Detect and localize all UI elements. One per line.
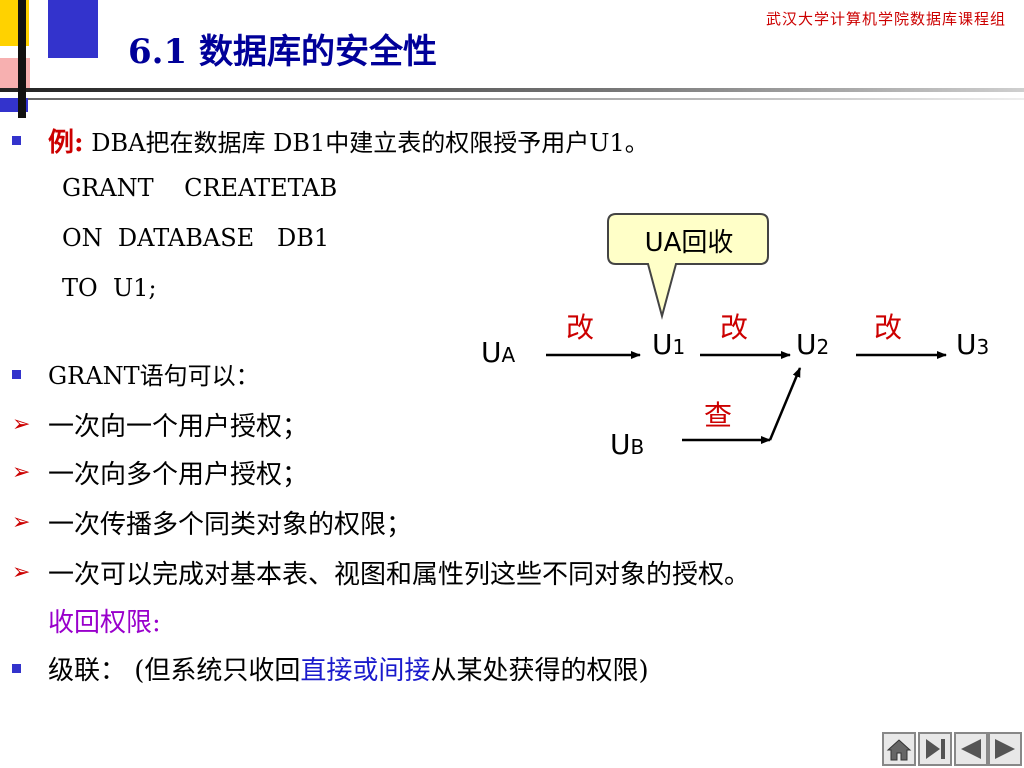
node-u2: U2 [796, 328, 830, 361]
arrow-bullet-icon: ➢ [12, 412, 31, 437]
edge-ub-u2 [768, 367, 802, 441]
code-line-1: GRANT CREATETAB [62, 174, 338, 202]
course-label: 武汉大学计算机学院数据库课程组 [765, 10, 1006, 28]
square-bullet-icon [12, 664, 21, 673]
grant-point-3: 一次传播多个同类对象的权限； [48, 510, 413, 540]
decor-vertical-rule [18, 0, 26, 118]
example-label: 例: [48, 128, 84, 158]
grant-point-1: 一次向一个用户授权； [48, 412, 309, 442]
next-slide-icon [995, 739, 1015, 759]
grant-point-4: 一次可以完成对基本表、视图和属性列这些不同对象的授权。 [48, 560, 751, 590]
node-ua: UA [481, 336, 516, 369]
node-u3: U3 [956, 328, 990, 361]
arrow-bullet-icon: ➢ [12, 460, 31, 485]
arrow-bullet-icon: ➢ [12, 560, 31, 585]
edge-label-ub-u2: 查 [704, 399, 733, 432]
code-line-3: TO U1; [62, 274, 157, 302]
grant-point-2: 一次向多个用户授权； [48, 460, 309, 490]
square-bullet-icon [12, 370, 21, 379]
cascade-prefix: 级联： (但系统只收回 [48, 656, 301, 686]
page-title: 6.1 数据库的安全性 [128, 32, 437, 72]
callout-text: UA回收 [644, 228, 734, 258]
home-button[interactable] [882, 732, 916, 766]
grant-intro: GRANT语句可以： [48, 362, 260, 390]
decor-title-rule-thin [28, 98, 1024, 100]
last-slide-button[interactable] [918, 732, 952, 766]
node-ub: UB [610, 428, 645, 461]
cascade-line: 级联： (但系统只收回直接或间接从某处获得的权限) [48, 650, 649, 687]
last-slide-icon [926, 739, 945, 759]
example-line: 例: DBA把在数据库 DB1中建立表的权限授予用户U1。 [48, 122, 649, 159]
decor-title-rule [0, 88, 1024, 92]
arrow-bullet-icon: ➢ [12, 510, 31, 535]
next-slide-button[interactable] [988, 732, 1022, 766]
example-text: DBA把在数据库 DB1中建立表的权限授予用户U1。 [83, 129, 649, 157]
home-icon [886, 739, 912, 761]
square-bullet-icon [12, 136, 21, 145]
node-u1: U1 [652, 328, 686, 361]
cascade-suffix: 从某处获得的权限) [430, 656, 649, 686]
cascade-highlight: 直接或间接 [300, 656, 431, 686]
decor-blue-block [48, 0, 98, 58]
previous-slide-icon [961, 739, 981, 759]
code-line-2: ON DATABASE DB1 [62, 224, 330, 252]
revoke-title: 收回权限: [48, 608, 161, 638]
previous-slide-button[interactable] [954, 732, 988, 766]
edge-label-u2-u3: 改 [874, 311, 903, 344]
edge-label-ua-u1: 改 [566, 311, 595, 344]
edge-label-u1-u2: 改 [720, 311, 749, 344]
